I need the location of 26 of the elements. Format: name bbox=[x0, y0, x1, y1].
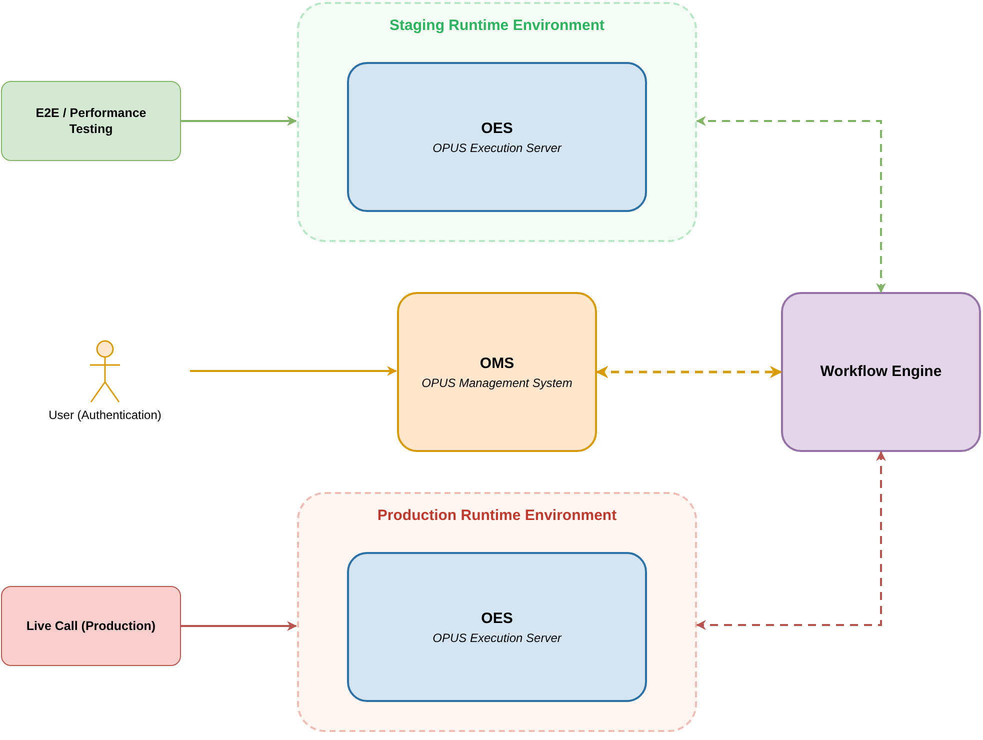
arrow bbox=[190, 366, 397, 376]
container-title: Production Runtime Environment bbox=[376, 507, 618, 524]
box-subtitle: OPUS Management System bbox=[422, 376, 572, 390]
environment-container bbox=[297, 492, 697, 732]
box-title: Live Call (Production) bbox=[26, 618, 156, 634]
box-title: E2E / Performance Testing bbox=[34, 104, 148, 138]
server-box bbox=[347, 552, 647, 702]
arrow bbox=[181, 116, 297, 126]
box-title: OES bbox=[481, 609, 513, 629]
server-box bbox=[347, 62, 647, 212]
environment-container bbox=[297, 2, 697, 242]
container-title: Staging Runtime Environment bbox=[388, 17, 606, 34]
process-box bbox=[397, 292, 597, 452]
arrow bbox=[696, 116, 886, 293]
process-box bbox=[1, 81, 181, 161]
box-title: OMS bbox=[480, 354, 514, 374]
box-title: OES bbox=[481, 119, 513, 139]
box-subtitle: OPUS Execution Server bbox=[432, 140, 562, 155]
process-box bbox=[781, 292, 981, 452]
arrow bbox=[696, 451, 886, 630]
arrow bbox=[596, 366, 782, 378]
box-subtitle: OPUS Execution Server bbox=[432, 630, 562, 645]
arrow bbox=[181, 621, 297, 631]
box-title: Workflow Engine bbox=[820, 362, 942, 382]
actor-label: User (Authentication) bbox=[48, 408, 162, 422]
process-box bbox=[1, 586, 181, 666]
